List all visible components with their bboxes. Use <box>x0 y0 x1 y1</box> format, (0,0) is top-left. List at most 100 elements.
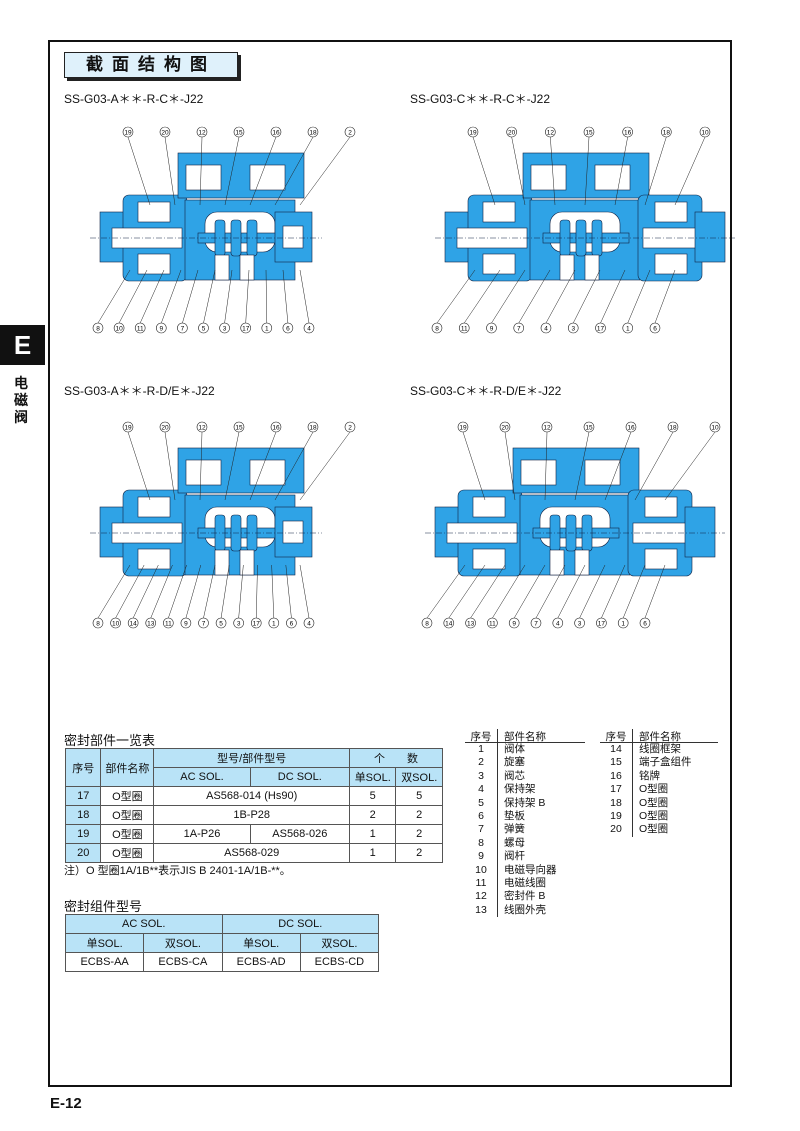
callout-number: 13 <box>147 621 155 628</box>
callout-balloon <box>574 617 585 629</box>
leader-line <box>634 431 674 501</box>
callout-balloon <box>177 322 188 334</box>
cell-double: 2 <box>395 824 443 844</box>
callout-number: 12 <box>198 425 206 432</box>
leader-line <box>573 269 601 324</box>
leader-line <box>574 431 590 501</box>
port <box>584 254 600 281</box>
callout-number: 13 <box>467 621 475 628</box>
leader-line <box>674 136 706 206</box>
callout-number: 3 <box>237 621 241 628</box>
coil-section <box>137 253 171 275</box>
leader-line <box>224 136 240 206</box>
part-name: 密封件 B <box>504 890 546 903</box>
right-end-nut <box>684 506 716 558</box>
callout-balloon <box>268 617 280 629</box>
part-name: 弹簧 <box>504 823 525 836</box>
coil-section <box>482 253 516 275</box>
callout-number: 17 <box>253 621 261 628</box>
part-no: 3 <box>465 769 498 784</box>
callout-balloon <box>270 421 282 433</box>
callout-balloon <box>625 421 637 433</box>
header-name: 部件名称 <box>639 731 681 743</box>
callout-number: 19 <box>124 130 132 137</box>
callout-number: 8 <box>435 326 439 333</box>
callout-number: 15 <box>585 425 593 432</box>
list-item: 15 端子盒组件 <box>600 756 718 770</box>
callout-balloon <box>307 126 319 138</box>
part-no: 14 <box>600 743 633 757</box>
leader-line <box>249 431 277 501</box>
cell-single: 1 <box>348 843 397 863</box>
part-name: 垫板 <box>504 809 525 822</box>
coil-section <box>644 548 678 570</box>
leader-line <box>271 564 275 619</box>
part-name: 阀杆 <box>504 850 525 863</box>
leader-line <box>436 269 476 324</box>
callout-number: 16 <box>272 130 280 137</box>
callout-number: 17 <box>598 621 606 628</box>
leader-line <box>256 564 258 619</box>
coil-section <box>654 201 688 223</box>
leader-line <box>518 269 551 324</box>
callout-number: 10 <box>711 425 719 432</box>
leader-line <box>164 431 176 501</box>
leader-line <box>199 136 203 206</box>
cell-single: 1 <box>348 824 397 844</box>
cell-dc: AS568-026 <box>249 824 351 844</box>
part-no: 16 <box>600 769 633 784</box>
cell-no: 17 <box>64 786 102 806</box>
seal-kit-table: AC SOL. DC SOL. 单SOL. 双SOL. 单SOL. 双SOL. … <box>64 914 380 972</box>
callout-balloon <box>261 322 273 334</box>
leader-line <box>622 564 646 619</box>
callout-balloon <box>583 421 595 433</box>
part-name: 螺母 <box>504 836 525 849</box>
terminal-cavity <box>594 164 631 191</box>
leader-line <box>285 564 292 619</box>
coil-section <box>137 548 171 570</box>
part-no: 15 <box>600 756 633 770</box>
leader-line <box>282 269 289 324</box>
callout-balloon <box>443 617 455 629</box>
leader-line <box>224 269 233 324</box>
coil-section <box>472 548 506 570</box>
callout-balloon <box>457 421 469 433</box>
callout-balloon <box>344 126 356 138</box>
callout-balloon <box>92 617 104 629</box>
part-name: O型圈 <box>639 796 669 809</box>
leader-line <box>299 431 351 501</box>
part-name: 保持架 <box>504 783 536 796</box>
cell-name: O型圈 <box>100 824 155 844</box>
part-name: 线圈框架 <box>639 743 681 755</box>
callout-balloon <box>465 617 476 629</box>
terminal-cavity <box>249 164 286 191</box>
callout-balloon <box>303 617 315 629</box>
leader-line <box>185 564 202 619</box>
callout-balloon <box>595 322 606 334</box>
callout-number: 2 <box>348 425 352 432</box>
callout-number: 18 <box>309 425 317 432</box>
header-double: 双SOL. <box>299 933 380 953</box>
terminal-cavity <box>530 164 567 191</box>
callout-balloon <box>552 617 564 629</box>
callout-balloon <box>649 322 661 334</box>
callout-number: 1 <box>621 621 625 628</box>
port <box>559 254 575 281</box>
header-double: 双SOL. <box>395 767 443 787</box>
leader-line <box>511 136 526 206</box>
cell-kit: ECBS-AA <box>64 952 145 972</box>
callout-number: 11 <box>461 326 468 333</box>
part-name: 端子盒组件 <box>639 756 692 769</box>
callout-number: 9 <box>512 621 516 628</box>
callout-balloon <box>499 421 511 433</box>
callout-number: 17 <box>242 326 250 333</box>
callout-balloon <box>661 126 672 138</box>
leader-line <box>274 431 314 501</box>
coil-section <box>482 201 516 223</box>
callout-number: 15 <box>235 425 243 432</box>
leader-line <box>491 269 526 324</box>
callout-balloon <box>122 126 134 138</box>
